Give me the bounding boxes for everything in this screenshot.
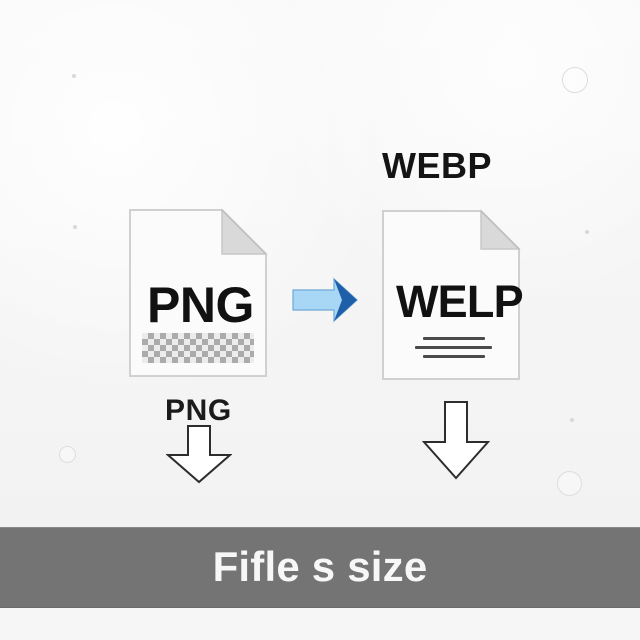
webp-document: WELP: [381, 209, 524, 381]
png-document-label: PNG: [147, 277, 254, 333]
decorative-dot-left-mid: [73, 225, 77, 229]
decorative-circle-bottom-left: [59, 446, 76, 463]
under-left-label: PNG: [165, 394, 232, 427]
decorative-dot-right-lower: [570, 418, 574, 422]
right-down-arrow-icon: [422, 401, 490, 480]
decorative-circle-top-right: [562, 67, 588, 93]
png-document: PNG: [128, 208, 268, 378]
document-icon: [382, 209, 521, 380]
top-format-label: WEBP: [382, 145, 492, 186]
right-arrow-icon: [292, 277, 358, 323]
decorative-dot-left: [72, 74, 76, 78]
left-down-arrow-icon: [166, 425, 232, 484]
text-line-2: [415, 346, 492, 349]
decorative-circle-bottom-right: [557, 471, 582, 496]
footer-label: Fifle s size: [212, 543, 428, 590]
text-line-3: [423, 355, 485, 358]
webp-document-label: WELP: [396, 276, 524, 327]
bottom-space: [0, 608, 640, 640]
text-line-1: [423, 337, 485, 340]
transparency-checker-icon: [142, 333, 254, 363]
footer-bar: [0, 527, 640, 608]
decorative-dot-right-mid: [585, 230, 589, 234]
